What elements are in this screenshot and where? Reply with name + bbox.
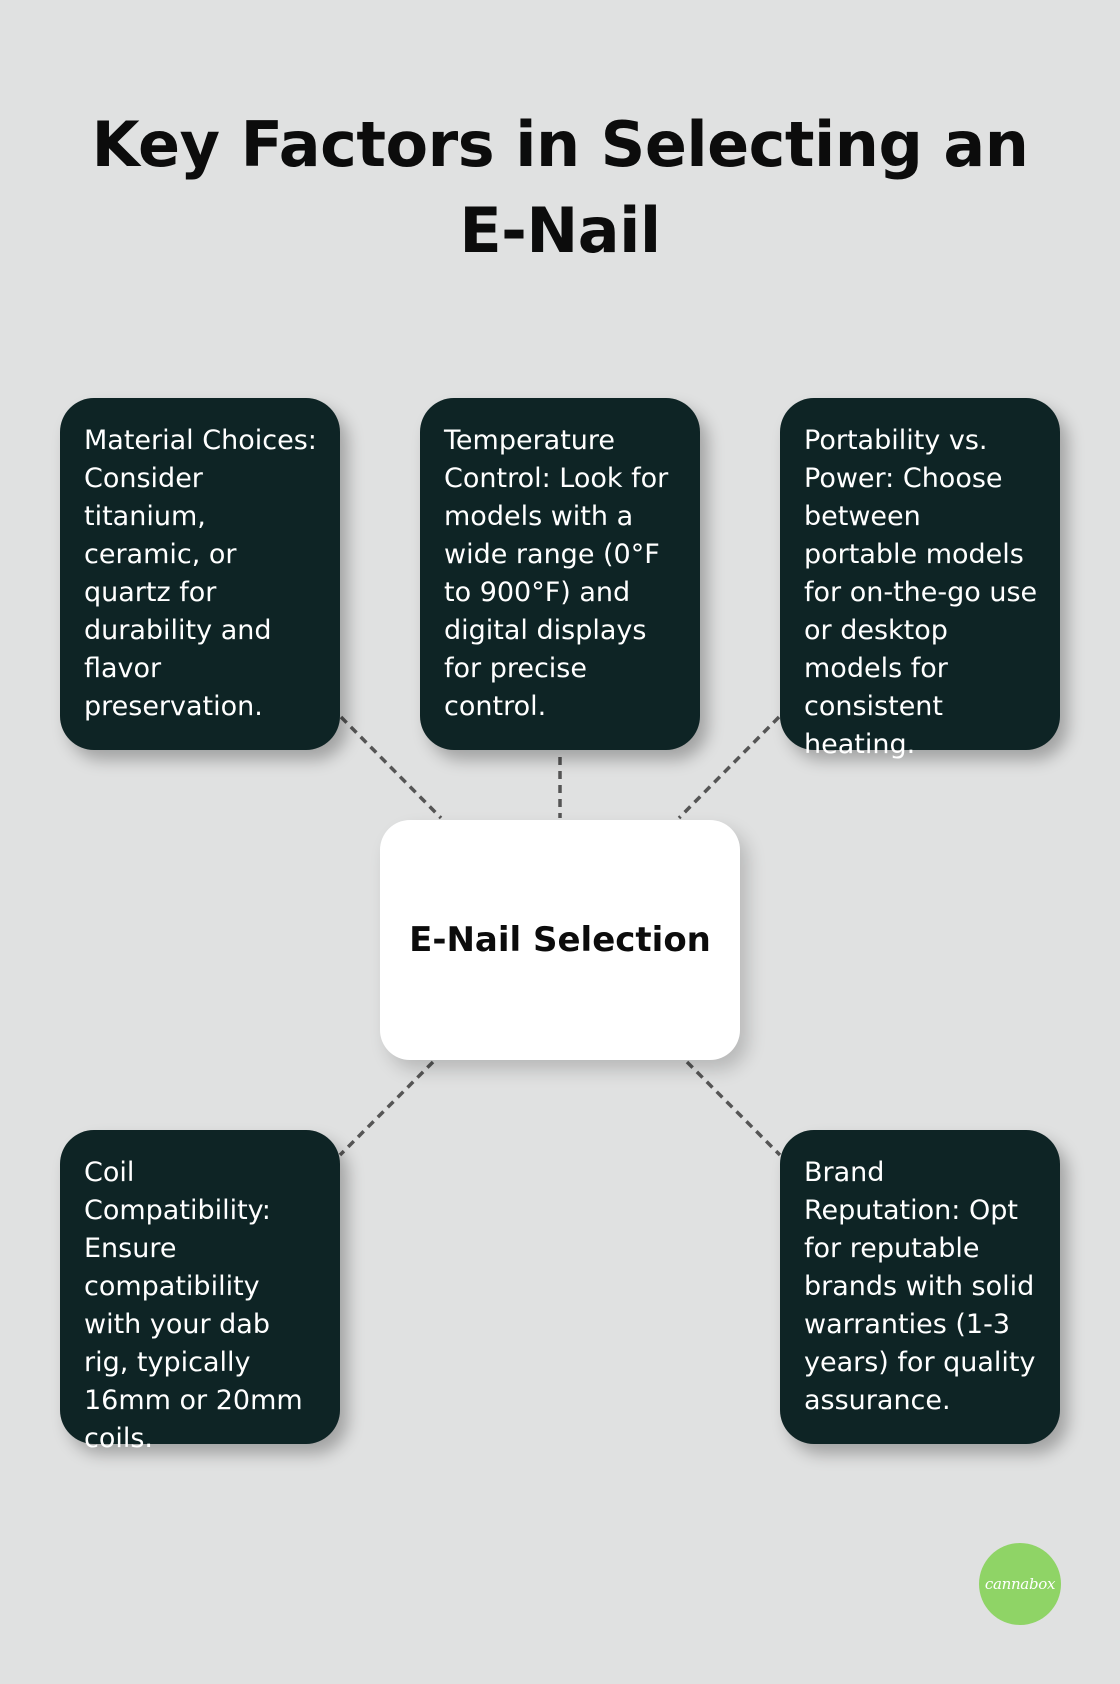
brand-logo-text: cannabox [984,1575,1056,1593]
factor-text: Coil Compatibility: Ensure compatibility… [84,1157,303,1454]
factor-card-brand: Brand Reputation: Opt for reputable bran… [780,1130,1060,1444]
connector-line-material [339,715,443,820]
connector-line-portability [677,715,781,820]
factor-text: Temperature Control: Look for models wit… [444,425,669,722]
factor-card-portability: Portability vs. Power: Choose between po… [780,398,1060,760]
factor-text: Material Choices: Consider titanium, cer… [84,425,317,722]
brand-logo: cannabox [979,1543,1061,1625]
factor-card-temperature: Temperature Control: Look for models wit… [420,398,700,750]
center-label: E-Nail Selection [409,920,711,960]
center-node: E-Nail Selection [380,820,740,1060]
connector-line-brand [685,1060,782,1157]
page-title: Key Factors in Selecting an E-Nail [91,108,1029,267]
factor-text: Portability vs. Power: Choose between po… [804,425,1038,760]
factor-card-material: Material Choices: Consider titanium, cer… [60,398,340,750]
factor-text: Brand Reputation: Opt for reputable bran… [804,1157,1036,1416]
connector-line-coil [338,1060,435,1157]
factor-card-coil: Coil Compatibility: Ensure compatibility… [60,1130,340,1454]
